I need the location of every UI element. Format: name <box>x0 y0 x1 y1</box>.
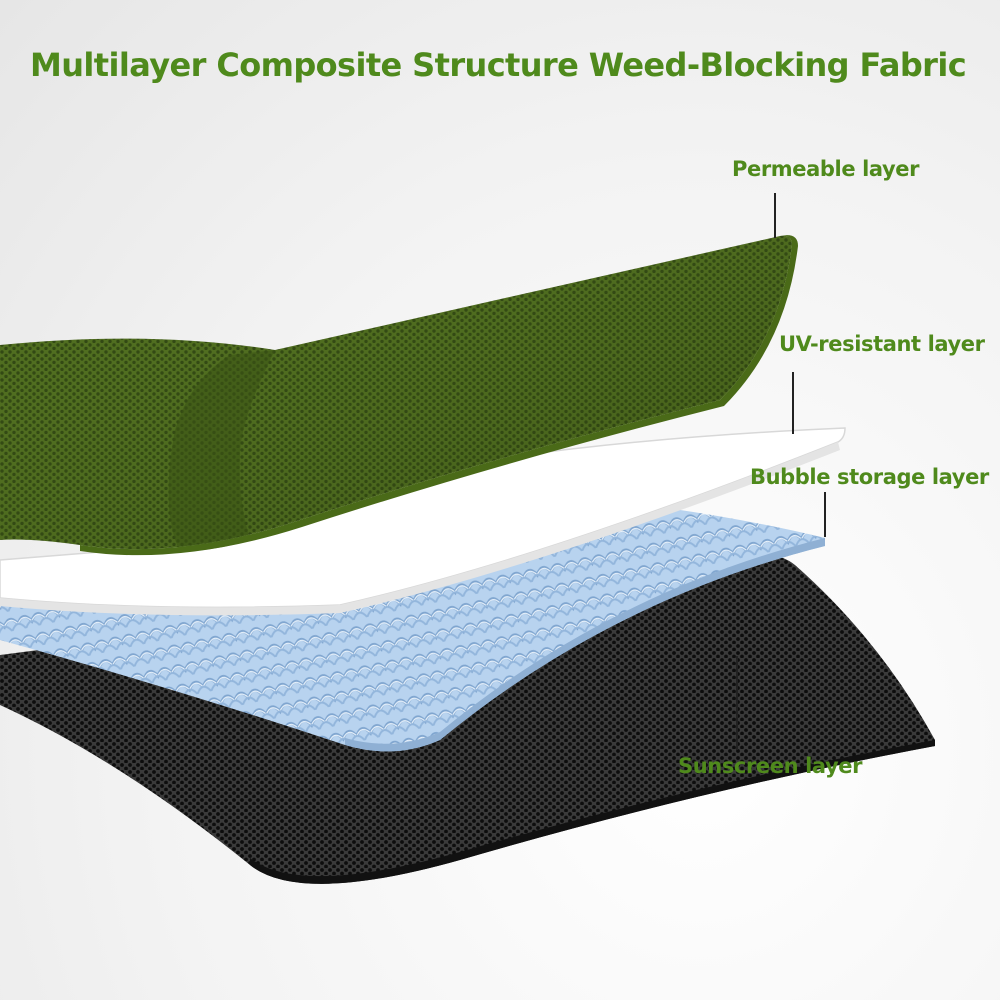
page-title: Multilayer Composite Structure Weed-Bloc… <box>30 46 967 84</box>
sunscreen-layer-label: Sunscreen layer <box>678 754 863 778</box>
permeable-layer-shape <box>0 235 798 556</box>
uv-resistant-layer-label: UV-resistant layer <box>779 332 985 356</box>
bubble-storage-layer-label: Bubble storage layer <box>750 465 989 489</box>
permeable-layer-label: Permeable layer <box>732 157 920 181</box>
